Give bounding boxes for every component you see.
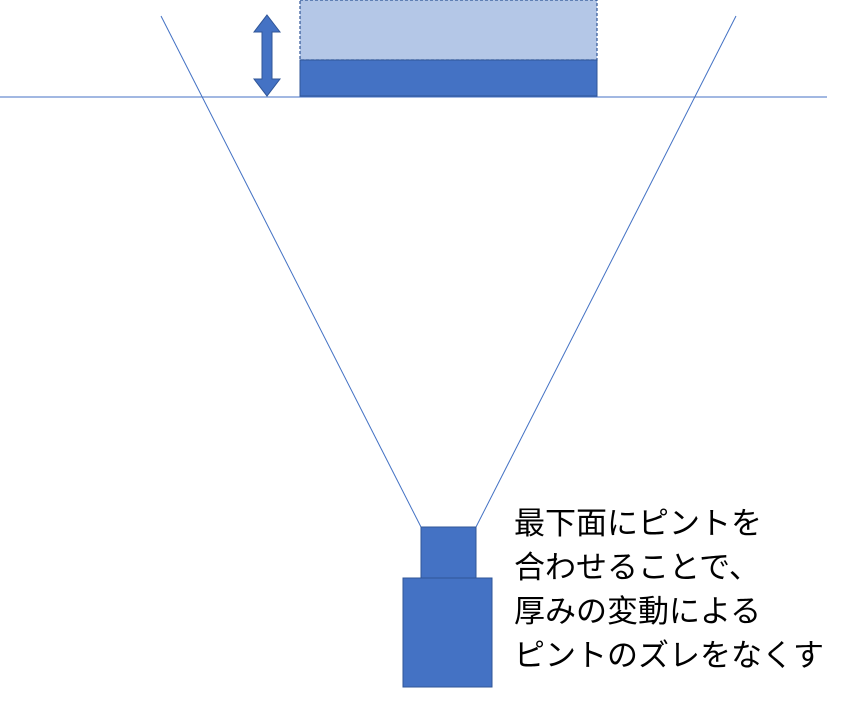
- camera-body: [402, 577, 493, 688]
- caption-line: ピントのズレをなくす: [514, 638, 824, 674]
- caption-line: 合わせることで、: [514, 550, 760, 586]
- caption-line: 最下面にピントを: [514, 506, 762, 542]
- field-of-view-right-line: [475, 15, 737, 528]
- object-thickness-variation: [299, 0, 598, 61]
- caption-line: 厚みの変動による: [514, 594, 762, 630]
- double-arrow-icon: [252, 14, 282, 97]
- caption: 最下面にピントを 合わせることで、 厚みの変動による ピントのズレをなくす: [514, 502, 834, 678]
- camera-icon: [402, 526, 493, 688]
- camera-lens: [420, 526, 477, 579]
- object-bottom-layer: [299, 59, 598, 97]
- field-of-view-left-line: [160, 15, 422, 528]
